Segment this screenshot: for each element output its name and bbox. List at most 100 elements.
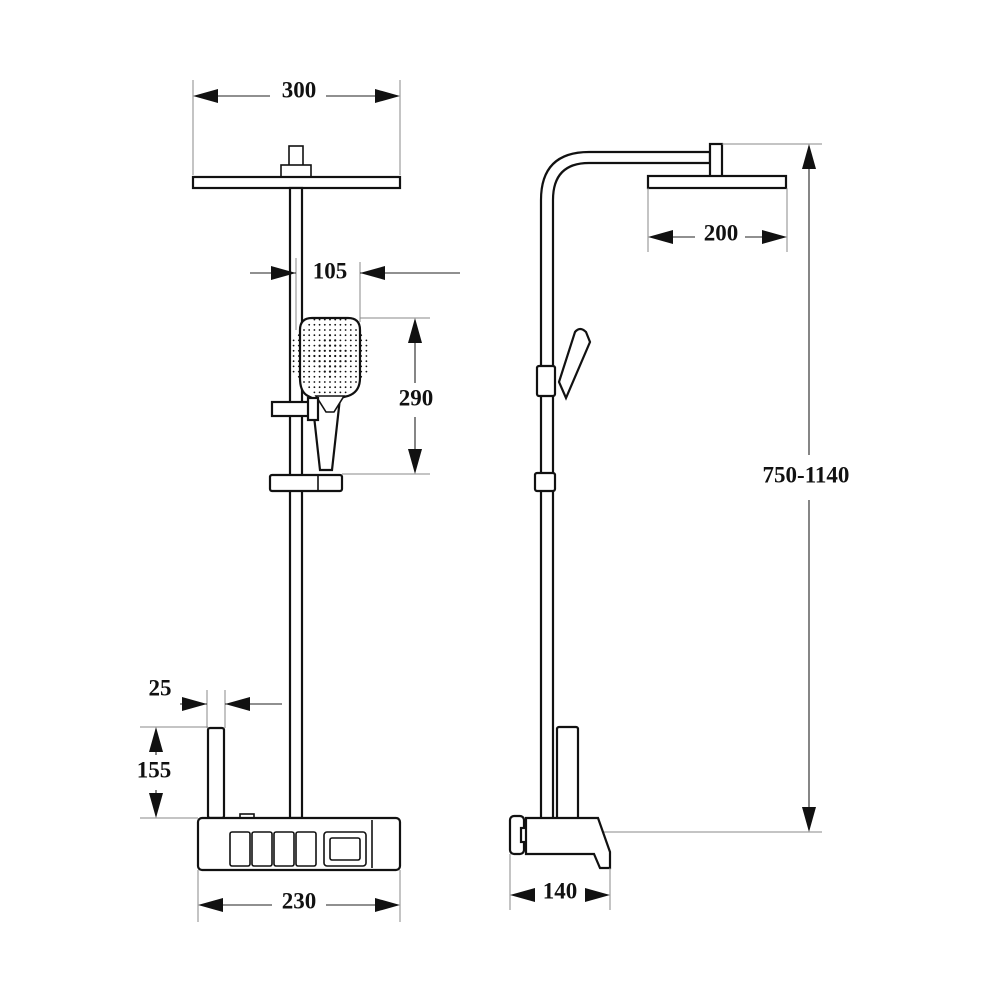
nozzle-dot xyxy=(318,370,321,373)
side-handle xyxy=(555,725,580,821)
nozzle-dot xyxy=(297,339,300,342)
nozzle-dot xyxy=(355,329,357,331)
label-230: 230 xyxy=(282,888,317,913)
nozzle-dot xyxy=(292,365,295,368)
nozzle-dot xyxy=(360,349,363,352)
label-300: 300 xyxy=(282,77,317,102)
nozzle-dot xyxy=(297,360,300,363)
nozzle-dot xyxy=(323,386,326,389)
nozzle-dot xyxy=(334,391,337,394)
nozzle-dot xyxy=(349,339,352,342)
nozzle-dot xyxy=(318,375,321,378)
nozzle-dot xyxy=(349,375,352,378)
nozzle-dot xyxy=(339,370,342,373)
nozzle-dot xyxy=(318,365,321,368)
nozzle-dot xyxy=(355,334,357,337)
nozzle-dot xyxy=(344,375,347,378)
nozzle-dot xyxy=(344,318,347,321)
nozzle-dot xyxy=(313,370,316,373)
nozzle-dot xyxy=(328,370,332,373)
nozzle-dot xyxy=(355,370,357,373)
nozzle-dot xyxy=(303,375,305,378)
nozzle-dot xyxy=(297,365,300,368)
nozzle-dot xyxy=(339,386,342,389)
nozzle-dot xyxy=(318,354,321,358)
nozzle-dot xyxy=(303,370,305,373)
nozzle-dot xyxy=(339,344,342,347)
nozzle-dot xyxy=(303,344,305,347)
nozzle-dot xyxy=(339,334,342,337)
nozzle-dot xyxy=(292,344,295,347)
nozzle-dot xyxy=(344,334,347,337)
nozzle-dot xyxy=(308,386,311,389)
front-slider xyxy=(268,473,344,493)
nozzle-dot xyxy=(334,349,337,352)
nozzle-dot xyxy=(349,349,352,352)
nozzle-dot xyxy=(339,375,342,378)
nozzle-dot xyxy=(308,334,311,337)
nozzle-dot xyxy=(313,344,316,347)
nozzle-dot xyxy=(334,323,337,326)
nozzle-dot xyxy=(292,370,295,373)
nozzle-dot xyxy=(365,339,368,342)
label-105: 105 xyxy=(313,258,348,283)
nozzle-dot xyxy=(308,381,311,383)
nozzle-dot xyxy=(360,360,363,363)
nozzle-dot xyxy=(297,349,300,352)
nozzle-dot xyxy=(323,360,326,363)
nozzle-dot xyxy=(334,386,337,389)
front-mixer-body xyxy=(196,816,402,872)
nozzle-dot xyxy=(334,370,337,373)
nozzle-dot xyxy=(292,339,295,342)
nozzle-dot xyxy=(355,365,357,368)
nozzle-dot xyxy=(344,339,347,342)
label-25: 25 xyxy=(149,675,172,700)
nozzle-dot xyxy=(297,355,300,357)
nozzle-dot xyxy=(329,381,331,383)
nozzle-dot xyxy=(349,386,352,389)
nozzle-dot xyxy=(308,339,311,342)
nozzle-dot xyxy=(339,349,342,352)
nozzle-dot xyxy=(355,381,357,383)
nozzle-dot xyxy=(308,323,311,326)
nozzle-dot xyxy=(328,354,332,358)
side-rain-head xyxy=(646,174,788,190)
nozzle-dot xyxy=(313,386,316,389)
nozzle-dot xyxy=(339,365,342,368)
nozzle-dot xyxy=(344,370,347,373)
nozzle-dot xyxy=(349,360,352,363)
nozzle-dot xyxy=(292,349,295,352)
nozzle-dot xyxy=(360,365,363,368)
nozzle-dot xyxy=(339,381,342,383)
dim-handshower-offset: 105 xyxy=(250,258,460,330)
nozzle-dot xyxy=(365,349,368,352)
nozzle-dot xyxy=(334,339,337,342)
side-view: 200 750-1140 xyxy=(508,142,849,910)
nozzle-dot xyxy=(308,349,311,352)
nozzle-dot xyxy=(349,365,352,368)
label-290: 290 xyxy=(399,385,434,410)
nozzle-dot xyxy=(323,391,326,394)
nozzle-dot xyxy=(344,360,347,363)
nozzle-dot xyxy=(313,334,316,337)
nozzle-dot xyxy=(313,349,316,352)
nozzle-dot xyxy=(344,349,347,352)
nozzle-dot xyxy=(334,329,337,331)
nozzle-dot xyxy=(344,323,347,326)
nozzle-dot xyxy=(365,355,368,357)
nozzle-dot xyxy=(344,354,347,358)
nozzle-dot xyxy=(292,355,295,357)
nozzle-dot xyxy=(360,334,363,337)
nozzle-dot xyxy=(365,365,368,368)
nozzle-dot xyxy=(313,375,316,378)
nozzle-dot xyxy=(365,344,368,347)
nozzle-dot xyxy=(323,323,326,326)
dim-handle-offset: 25 xyxy=(149,675,282,728)
nozzle-dot xyxy=(318,334,321,337)
nozzle-dot xyxy=(339,354,342,358)
nozzle-dot xyxy=(355,375,357,378)
nozzle-dot xyxy=(328,344,332,347)
dim-handshower-length: 290 xyxy=(342,317,434,475)
nozzle-dot xyxy=(344,329,347,331)
nozzle-dot xyxy=(355,355,357,357)
